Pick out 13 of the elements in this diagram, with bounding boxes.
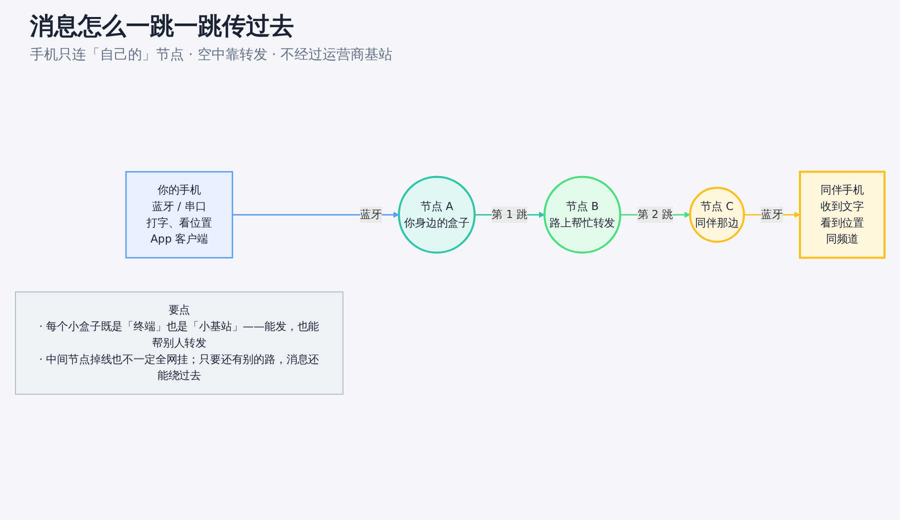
edge-label: 第 1 跳 [492,208,528,221]
edge-label: 蓝牙 [761,208,783,221]
node-box: 要点 · 每个小盒子既是「终端」也是「小基站」——能发，也能帮别人转发 · 中间节点掉线也不一定全网挂；只要还有别的路，消息还能绕过去 [15,292,344,395]
edge-label: 蓝牙 [360,208,382,221]
node-circle: 节点 B 路上帮忙转发 [543,176,622,254]
edge-label: 第 2 跳 [637,208,674,221]
arrow [232,212,400,218]
node-circle: 节点 C 同伴那边 [689,186,745,243]
title: 消息怎么一跳一跳传过去 [30,11,295,42]
node-box: 你的手机 蓝牙 / 串口 打字、看位置 App 客户端 [125,171,234,258]
caption: 手机只连「自己的」节点 · 空中靠转发 · 不经过运营商基站 [30,46,394,64]
node-circle: 节点 A 你身边的盒子 [398,176,476,254]
node-box: 同伴手机 收到文字 看到位置 同频道 [798,170,886,259]
